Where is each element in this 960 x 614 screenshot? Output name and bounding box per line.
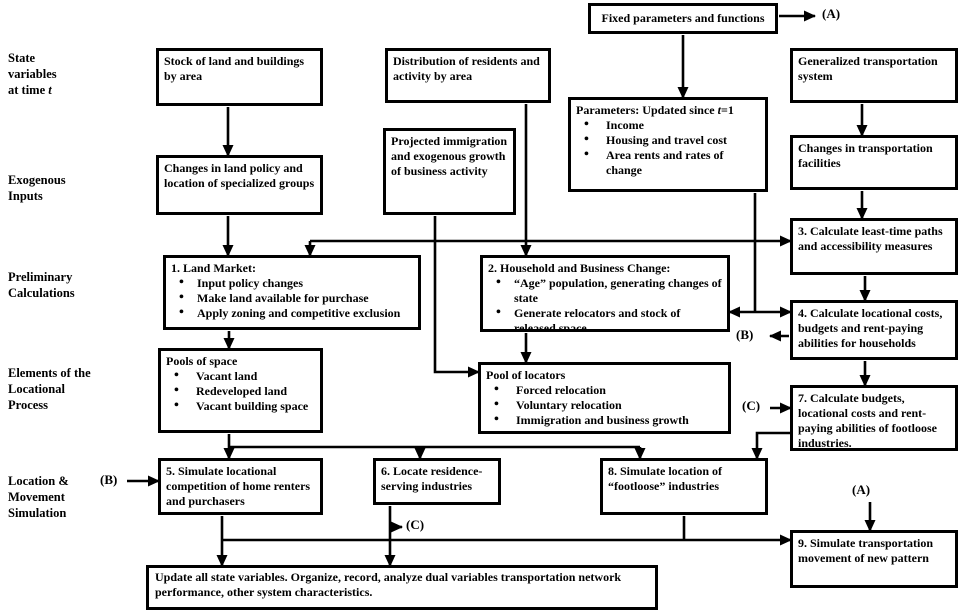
box-generalized-transportation: Generalized transportation system xyxy=(790,48,958,103)
box-8-simulate-footloose-location: 8. Simulate location of “footloose” indu… xyxy=(600,458,768,515)
box-1-title: 1. Land Market: xyxy=(171,261,256,275)
connector-label-c-out: (C) xyxy=(406,517,425,532)
side-label-exogenous-inputs: Exogenous Inputs xyxy=(8,173,66,203)
pool-locators-bullets: Forced relocation Voluntary relocation I… xyxy=(486,382,723,428)
box-changes-transportation-facilities: Changes in transportation facilities xyxy=(790,135,958,190)
list-item: Area rents and rates of change xyxy=(576,147,760,178)
time-variable: t xyxy=(48,83,52,97)
box-parameters-bullets: Income Housing and travel cost Area rent… xyxy=(576,117,760,178)
connector-label-b-out: (B) xyxy=(736,327,754,342)
box-1-land-market: 1. Land Market: Input policy changes Mak… xyxy=(163,255,421,330)
box-parameters-title: Parameters: Updated since t=1 xyxy=(576,103,734,117)
list-item: Input policy changes xyxy=(171,275,413,291)
pools-title: Pools of space xyxy=(166,354,238,368)
box-distribution-of-residents: Distribution of residents and activity b… xyxy=(385,48,551,103)
side-label-state-variables: State variables at time t xyxy=(8,51,57,97)
list-item: Housing and travel cost xyxy=(576,132,760,148)
box-2-bullets: “Age” population, generating changes of … xyxy=(488,275,722,329)
list-item: Immigration and business growth xyxy=(486,412,723,428)
list-item: Redeveloped land xyxy=(166,383,315,399)
box-7-calculate-budgets: 7. Calculate budgets, locational costs a… xyxy=(790,385,958,451)
list-item: Income xyxy=(576,117,760,133)
connector-label-a-in: (A) xyxy=(852,482,871,497)
box-6-locate-residence-serving: 6. Locate residence-serving industries xyxy=(373,458,501,505)
box-5-simulate-locational-competition: 5. Simulate locational competition of ho… xyxy=(158,458,323,515)
connector-label-b-in: (B) xyxy=(100,472,118,487)
box-parameters-updated: Parameters: Updated since t=1 Income Hou… xyxy=(568,97,768,192)
pools-bullets: Vacant land Redeveloped land Vacant buil… xyxy=(166,368,315,414)
box-2-title: 2. Household and Business Change: xyxy=(488,261,671,275)
list-item: Vacant building space xyxy=(166,398,315,414)
conn-calc7-to-sim8 xyxy=(751,431,790,460)
box-projected-immigration: Projected immigration and exogenous grow… xyxy=(383,128,516,215)
side-label-elements-locational-process: Elements of the Locational Process xyxy=(8,366,91,412)
list-item: Make land available for purchase xyxy=(171,290,413,306)
connector-label-a-top: (A) xyxy=(822,6,841,21)
list-item: Forced relocation xyxy=(486,382,723,398)
box-fixed-parameters: Fixed parameters and functions xyxy=(588,3,778,34)
box-pool-of-locators: Pool of locators Forced relocation Volun… xyxy=(478,362,731,434)
connector-label-c-in: (C) xyxy=(742,398,761,413)
side-label-preliminary-calculations: Preliminary Calculations xyxy=(8,270,75,300)
list-item: Generate relocators and stock of release… xyxy=(488,305,722,329)
box-2-household-business-change: 2. Household and Business Change: “Age” … xyxy=(480,255,730,332)
box-3-least-time-paths: 3. Calculate least-time paths and access… xyxy=(790,218,958,275)
box-update-state-variables: Update all state variables. Organize, re… xyxy=(146,565,658,610)
box-pools-of-space: Pools of space Vacant land Redeveloped l… xyxy=(158,348,323,433)
box-stock-of-land: Stock of land and buildings by area xyxy=(156,48,323,106)
conn-projected-to-poollocators xyxy=(433,216,480,378)
list-item: Apply zoning and competitive exclusion xyxy=(171,305,413,321)
side-label-location-movement-simulation: Location & Movement Simulation xyxy=(8,474,69,520)
list-item: Vacant land xyxy=(166,368,315,384)
box-changes-land-policy: Changes in land policy and location of s… xyxy=(156,155,323,215)
pool-locators-title: Pool of locators xyxy=(486,368,566,382)
list-item: Voluntary relocation xyxy=(486,397,723,413)
box-9-simulate-transportation-movement: 9. Simulate transportation movement of n… xyxy=(790,530,958,588)
box-1-bullets: Input policy changes Make land available… xyxy=(171,275,413,321)
box-4-locational-costs: 4. Calculate locational costs, budgets a… xyxy=(790,300,958,360)
list-item: “Age” population, generating changes of … xyxy=(488,275,722,306)
